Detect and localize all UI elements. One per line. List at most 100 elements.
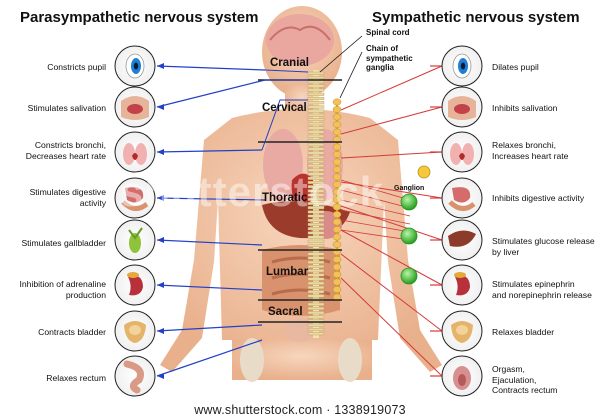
left-organ-circle-bladder-icon (114, 310, 156, 352)
chain-ganglion (332, 271, 342, 278)
brain-icon (266, 14, 334, 66)
vertebra (307, 328, 325, 332)
sympathetic-nerve-line (340, 65, 443, 111)
chain-ganglion (332, 226, 342, 233)
parasympathetic-title: Parasympathetic nervous system (20, 9, 259, 26)
vertebra (307, 302, 325, 306)
chain-ganglion (332, 263, 342, 271)
parasympathetic-nerve-line (156, 65, 266, 71)
para-label-gallbladder: Stimulates gallbladder (21, 238, 106, 248)
para-label-rectum: Relaxes rectum (46, 373, 106, 383)
kidney-icon (454, 272, 470, 296)
right-organ-circle-kidney-icon (441, 264, 483, 306)
chain-ganglion (332, 143, 342, 151)
vertebra (307, 239, 325, 243)
vertebra (307, 159, 325, 163)
vertebra (307, 122, 325, 126)
vertebra (307, 113, 325, 117)
parasympathetic-nerve-line (156, 79, 266, 108)
vertebra (307, 117, 325, 121)
vertebra (307, 311, 325, 315)
mouth-icon (121, 96, 149, 120)
chain-ganglion (332, 158, 342, 166)
sympathetic-nerve-line (340, 205, 443, 241)
parasympathetic-arrowhead (157, 104, 164, 110)
bladder-icon (451, 321, 473, 343)
para-label-adrenaline: Inhibition of adrenaline production (19, 279, 106, 300)
vertebra (307, 185, 325, 189)
vertebra (307, 75, 325, 79)
right-organ-circle-lungs-icon (441, 131, 483, 173)
vertebra (307, 231, 325, 235)
vertebra (307, 101, 325, 105)
bladder-icon (124, 321, 146, 343)
vertebra (307, 193, 325, 197)
vertebra (307, 332, 325, 336)
eye-icon (452, 53, 472, 79)
chain-ganglion (332, 121, 342, 128)
parasympathetic-arrowhead (157, 328, 164, 334)
vertebra (307, 84, 325, 88)
vertebra (307, 265, 325, 269)
vertebra (307, 214, 325, 218)
watermark: shutterstock (120, 168, 385, 215)
lungs-icon (123, 143, 147, 165)
vertebra (307, 290, 325, 294)
chain-ganglion (332, 286, 342, 293)
vertebra (307, 227, 325, 231)
sympathetic-nerve-line (340, 277, 443, 377)
vertebra (307, 281, 325, 285)
para-label-bladder: Contracts bladder (38, 327, 106, 337)
right-organ-circle-liver-icon (441, 219, 483, 261)
section-cranial: Cranial (270, 57, 309, 69)
ganglion-node (400, 267, 418, 285)
vertebra (307, 176, 325, 180)
chain-ganglion (332, 293, 342, 301)
right-organ-circle-eye-icon (441, 45, 483, 87)
vertebra (307, 323, 325, 327)
chain-ganglion (332, 256, 342, 263)
vertebra (307, 109, 325, 113)
left-organ-circle-eye-icon (114, 45, 156, 87)
section-lumbar: Lumbar (266, 266, 309, 278)
chain-ganglion (332, 218, 342, 226)
mouth-icon (448, 96, 476, 120)
left-organ-circle-rectum-icon (114, 355, 156, 397)
symp-label-pupil: Dilates pupil (492, 62, 539, 72)
vertebra (307, 180, 325, 184)
chain-ganglion (332, 278, 342, 286)
footer-credit: www.shutterstock.com · 1338919073 (194, 403, 406, 417)
chain-ganglion (332, 188, 342, 196)
symp-label-bronchi: Relaxes bronchi, Increases heart rate (492, 140, 569, 161)
vertebra (307, 197, 325, 201)
chain-ganglion (332, 241, 342, 248)
symp-label-salivation: Inhibits salivation (492, 103, 558, 113)
eye-icon (125, 53, 145, 79)
vertebra (307, 243, 325, 247)
parasympathetic-nerve-line (156, 197, 266, 201)
parasympathetic-organ-icons (114, 45, 156, 397)
vertebra (307, 96, 325, 100)
chain-ganglion (332, 128, 342, 136)
para-label-bronchi: Constricts bronchi, Decreases heart rate (25, 140, 106, 161)
symp-label-bladder: Relaxes bladder (492, 327, 555, 337)
parasympathetic-nerve-line (156, 339, 263, 377)
right-organ-circle-bladder-icon (441, 310, 483, 352)
sympathetic-nerve-line (340, 151, 443, 159)
vertebra (307, 155, 325, 159)
vertebra (307, 151, 325, 155)
vertebra (307, 235, 325, 239)
section-thoracic: Thoratic (262, 192, 308, 204)
symp-label-digestive: Inhibits digestive activity (492, 193, 585, 203)
para-label-digestive: Stimulates digestive activity (29, 187, 106, 208)
stomach-icon (121, 187, 149, 211)
right-organ-circle-genitals-icon (441, 355, 483, 397)
vertebra (307, 80, 325, 84)
vertebra (307, 222, 325, 226)
parasympathetic-arrowhead (157, 195, 164, 201)
left-organ-circle-lungs-icon (114, 131, 156, 173)
chain-ganglion (332, 151, 342, 158)
vertebra (307, 92, 325, 96)
